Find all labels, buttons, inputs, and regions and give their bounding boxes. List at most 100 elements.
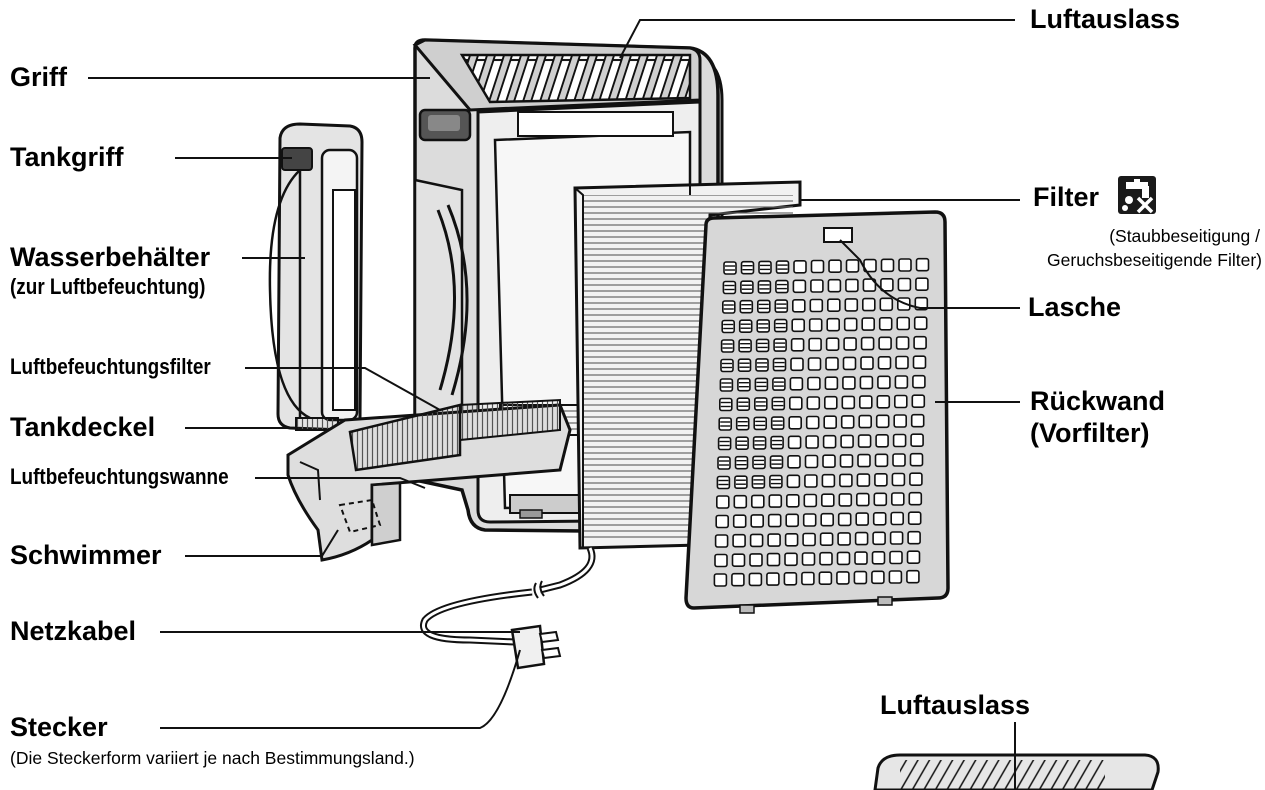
label-netzkabel: Netzkabel: [10, 616, 137, 646]
prefilter-hole: [808, 337, 822, 352]
prefilter-hole: [871, 550, 886, 565]
prefilter-hole: [907, 511, 922, 526]
prefilter-hole: [862, 278, 877, 292]
prefilter-hole: [840, 415, 855, 429]
prefilter-hole: [714, 553, 728, 568]
plug-body: [510, 624, 546, 670]
label-luftauslass-bottom: Luftauslass: [880, 690, 1031, 720]
prefilter-hole: [775, 279, 789, 294]
prefilter-hole: [719, 378, 734, 392]
prefilter-hole: [736, 397, 751, 412]
prefilter-hole: [890, 511, 905, 526]
prefilter-hole: [717, 436, 732, 451]
prefilter-hole: [837, 532, 851, 546]
prefilter-hole: [889, 531, 904, 545]
prefilter-hole: [821, 473, 836, 488]
prefilter-hole: [915, 257, 930, 272]
prefilter-hole: [784, 552, 798, 567]
prefilter-hole: [874, 453, 889, 468]
prefilter-hole: [836, 571, 850, 585]
prefilter-hole: [906, 569, 920, 584]
prefilter-hole: [806, 396, 821, 410]
float-outline: [338, 498, 382, 534]
prefilter-hole: [788, 396, 803, 411]
prefilter-hole: [772, 357, 787, 372]
prefilter-hole: [913, 316, 928, 331]
prefilter-hole: [807, 376, 821, 391]
label-stecker: Stecker: [10, 712, 108, 742]
prefilter-hole: [843, 337, 857, 351]
prefilter-hole: [912, 355, 927, 370]
prefilter-hole: [915, 277, 929, 292]
prefilter-hole: [825, 337, 840, 352]
prefilter-hole: [875, 414, 890, 429]
prefilter-hole: [801, 571, 815, 586]
prefilter-hole: [732, 533, 746, 548]
prefilter-hole: [823, 415, 838, 430]
prefilter-hole: [793, 259, 807, 274]
prefilter-hole: [718, 417, 733, 431]
prefilter-hole: [861, 297, 876, 312]
prefilter-hole: [766, 572, 780, 586]
prefilter-hole: [839, 473, 853, 488]
prefilter-hole: [910, 413, 925, 428]
prefilter-hole: [758, 260, 772, 275]
prefilter-hole: [802, 513, 817, 527]
label-schwimmer: Schwimmer: [10, 540, 162, 570]
prefilter-hole: [842, 376, 856, 390]
prefilter-hole: [891, 472, 906, 487]
prefilter-hole: [896, 316, 911, 331]
prefilter-hole: [770, 435, 784, 450]
prefilter-hole: [738, 319, 753, 334]
prefilter-hole: [801, 552, 816, 566]
prefilter-hole: [839, 454, 854, 468]
prefilter-hole: [837, 512, 852, 527]
prefilter-hole: [894, 375, 909, 389]
prefilter-hole: [737, 377, 751, 392]
prefilter-hole: [889, 550, 903, 565]
prefilter-hole: [845, 278, 859, 293]
note-stecker: (Die Steckerform variiert je nach Bestim…: [10, 748, 415, 768]
prefilter-hole: [909, 452, 924, 467]
prefilter-hole: [822, 454, 836, 469]
prefilter-hole: [716, 475, 731, 490]
prefilter-hole: [785, 513, 800, 528]
prefilter-hole: [731, 572, 745, 587]
prefilter-hole: [858, 414, 873, 429]
prefilter-hole: [785, 493, 800, 508]
prefilter-hole: [855, 492, 870, 507]
prefilter-hole: [909, 472, 923, 487]
prefilter-hole: [809, 298, 824, 313]
prefilter-hole: [895, 336, 910, 350]
label-luftbefeuchtungswanne: Luftbefeuchtungswanne: [10, 464, 229, 489]
prefilter-hole: [872, 531, 886, 546]
label-rueckwand-sub: (Vorfilter): [1030, 418, 1150, 448]
prefilter-hole: [892, 453, 906, 467]
prefilter-hole: [893, 414, 908, 428]
prefilter-hole: [718, 397, 733, 412]
prefilter-hole: [734, 475, 748, 490]
prefilter-hole: [766, 552, 781, 567]
prefilter-hole: [805, 415, 820, 430]
back-panel: [684, 210, 950, 614]
prefilter-hole: [755, 358, 769, 372]
prefilter-hole: [721, 300, 736, 314]
prefilter-hole: [819, 551, 833, 566]
prefilter-hole: [773, 318, 788, 333]
prefilter-hole: [828, 259, 842, 274]
prefilter-hole: [873, 492, 888, 507]
prefilter-hole: [753, 397, 768, 411]
prefilter-hole: [892, 433, 907, 448]
prefilter-hole: [880, 258, 895, 273]
prefilter-hole: [714, 534, 729, 548]
prefilter-hole: [786, 474, 801, 489]
note-filter-2: Geruchsbeseitigende Filter): [1047, 250, 1262, 270]
prefilter-hole: [913, 335, 927, 350]
prefilter-hole: [860, 336, 875, 351]
prefilter-hole: [877, 355, 892, 370]
prefilter-hole: [790, 337, 805, 352]
prefilter-hole: [880, 277, 894, 292]
prefilter-hole: [877, 375, 891, 390]
prefilter-hole: [836, 551, 851, 566]
prefilter-hole: [872, 511, 887, 526]
